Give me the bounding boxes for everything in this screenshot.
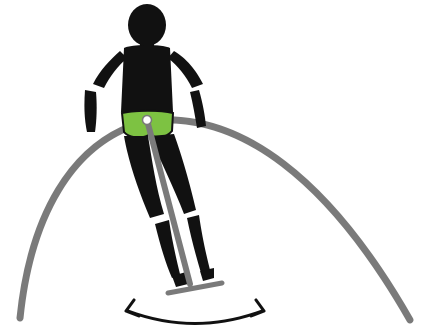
left-forearm <box>84 90 96 132</box>
double-headed-curved-arrow-icon <box>126 300 264 324</box>
person-figure <box>84 4 214 287</box>
swing-arc <box>20 120 410 320</box>
right-upper-arm <box>168 51 203 88</box>
left-upper-arm <box>93 51 127 88</box>
right-shin <box>187 215 210 273</box>
pivot-point <box>143 116 152 125</box>
head <box>128 4 166 46</box>
swing-arrow-arc <box>128 311 262 324</box>
torso <box>121 45 173 115</box>
